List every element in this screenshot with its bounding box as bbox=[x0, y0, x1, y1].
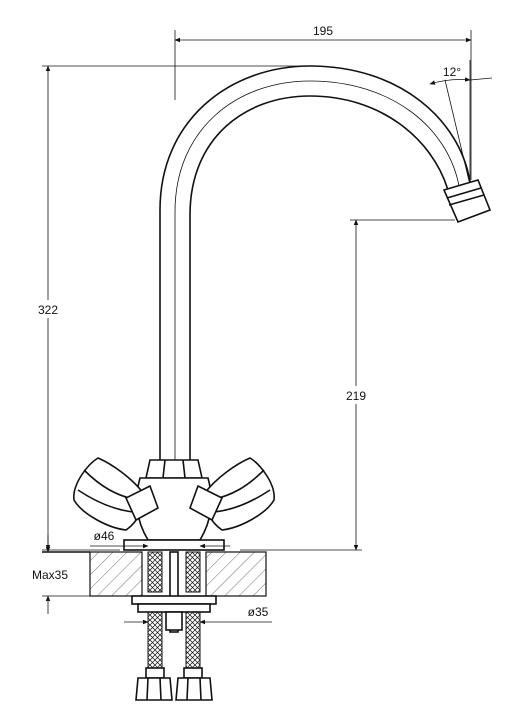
dimension-base-diameter: ø46 bbox=[90, 529, 230, 549]
dimension-label-spout-height: 219 bbox=[346, 389, 366, 403]
aerator-nozzle bbox=[442, 179, 492, 224]
dimension-overall-reach: 195 bbox=[174, 24, 472, 180]
dimension-max-thickness: Max35 bbox=[32, 535, 68, 614]
faucet-body bbox=[123, 459, 225, 551]
dimension-label-reach: 195 bbox=[313, 24, 333, 38]
dimension-spout-height: 219 bbox=[240, 219, 455, 551]
right-handle bbox=[189, 457, 275, 531]
dimension-label-base-diameter: ø46 bbox=[94, 529, 115, 543]
dimension-overall-height: 322 bbox=[30, 65, 300, 551]
dimension-spout-angle: 12° bbox=[429, 60, 493, 186]
dimension-thread-diameter: ø35 bbox=[124, 605, 272, 625]
faucet-spout bbox=[159, 65, 492, 460]
dimension-label-max-thickness: Max35 bbox=[32, 568, 68, 582]
dimension-label-height: 322 bbox=[38, 303, 58, 317]
dimension-label-thread-diameter: ø35 bbox=[248, 605, 269, 619]
countertop-section bbox=[42, 551, 267, 597]
dimension-label-angle: 12° bbox=[443, 65, 461, 79]
left-handle bbox=[73, 457, 159, 531]
mounting-assembly bbox=[131, 551, 217, 701]
